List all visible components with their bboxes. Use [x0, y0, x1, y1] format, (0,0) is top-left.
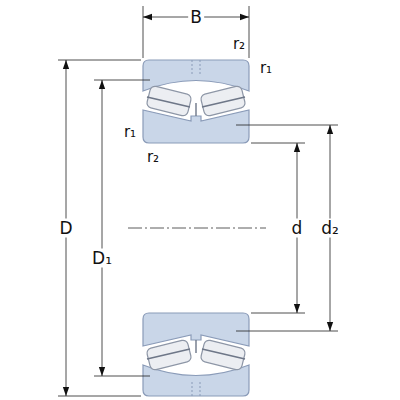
radius-label: r₁: [122, 124, 138, 141]
radius-label: r₂: [145, 149, 161, 166]
dimension-raceway-diameter: D₁: [90, 249, 114, 268]
dimension-shoulder-diameter: d₂: [319, 219, 341, 238]
dimension-outer-diameter: D: [57, 219, 74, 238]
dimension-width: B: [188, 8, 204, 27]
radius-label: r₂: [231, 36, 247, 53]
radius-label: r₁: [258, 60, 274, 77]
dimension-bore: d: [290, 219, 305, 238]
